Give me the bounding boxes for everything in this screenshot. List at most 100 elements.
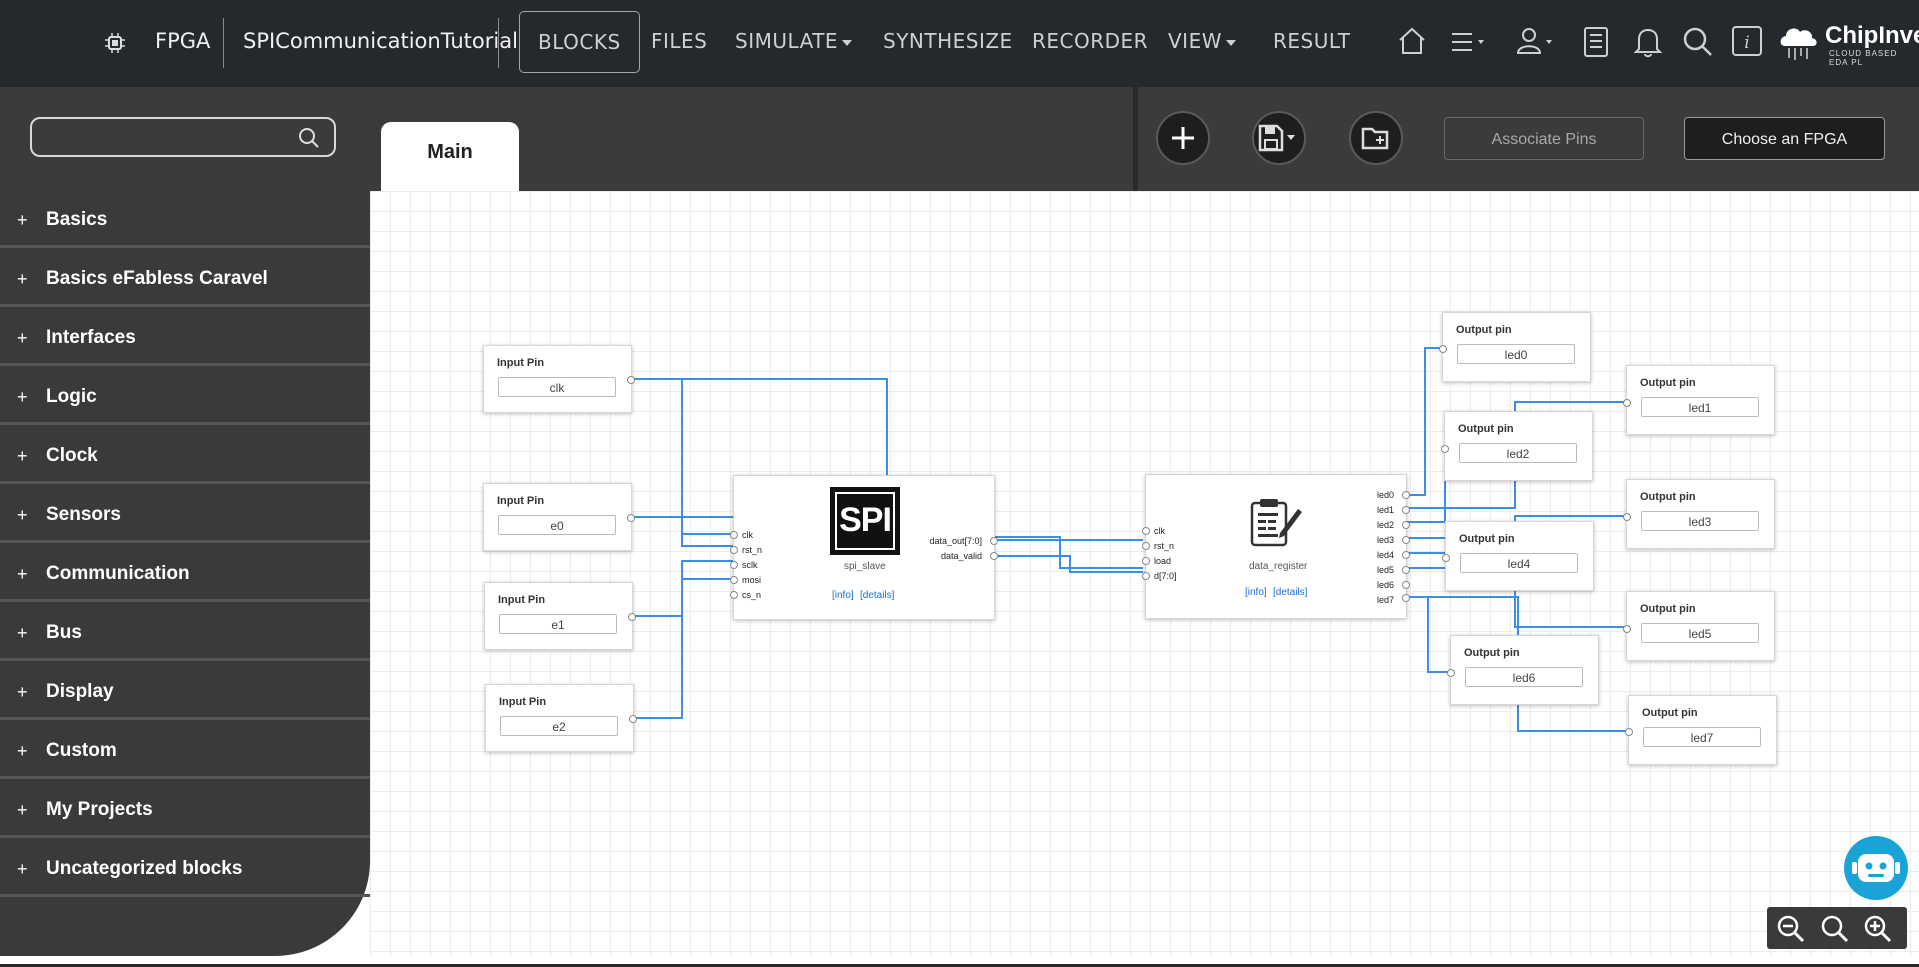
output-port[interactable]	[1402, 594, 1410, 602]
pin-name-field[interactable]: led1	[1641, 397, 1759, 417]
input-port[interactable]	[730, 591, 738, 599]
spi-slave-block[interactable]: clk rst_n sclk mosi cs_n SPI spi_slave […	[730, 475, 998, 620]
input-port[interactable]	[1623, 513, 1631, 521]
pin-name-field[interactable]: e2	[500, 716, 618, 736]
sidebar-item-communication[interactable]: +Communication	[0, 546, 370, 602]
output-pin-block[interactable]: Output pin led0	[1439, 312, 1591, 382]
sidebar-item-display[interactable]: +Display	[0, 664, 370, 720]
search-icon[interactable]	[1682, 26, 1714, 63]
input-port[interactable]	[730, 546, 738, 554]
sidebar-item-custom[interactable]: +Custom	[0, 723, 370, 779]
input-pin-block[interactable]: Input Pin clk	[483, 345, 635, 413]
sidebar-item-interfaces[interactable]: +Interfaces	[0, 310, 370, 366]
output-port[interactable]	[627, 514, 635, 522]
menu-view[interactable]: VIEW	[1168, 29, 1236, 53]
sidebar-item-uncategorized-blocks[interactable]: +Uncategorized blocks	[0, 841, 370, 897]
block-search-input[interactable]	[30, 117, 336, 157]
output-port[interactable]	[990, 537, 998, 545]
sidebar-item-basics-efabless-caravel[interactable]: +Basics eFabless Caravel	[0, 251, 370, 307]
sidebar-item-basics[interactable]: +Basics	[0, 192, 370, 248]
sidebar-item-bus[interactable]: +Bus	[0, 605, 370, 661]
info-link[interactable]: [info]	[1245, 587, 1267, 598]
menu-synthesize[interactable]: SYNTHESIZE	[883, 29, 1013, 53]
document-list-icon[interactable]	[1581, 26, 1611, 63]
input-port[interactable]	[730, 531, 738, 539]
tab-main[interactable]: Main	[381, 122, 519, 191]
pin-name-field[interactable]: clk	[498, 377, 616, 397]
zoom-reset-icon[interactable]	[1820, 914, 1850, 949]
user-icon[interactable]	[1516, 26, 1556, 61]
pin-name-field[interactable]: e1	[499, 614, 617, 634]
pin-name-field[interactable]: led6	[1465, 667, 1583, 687]
output-port[interactable]	[1402, 566, 1410, 574]
menu-files[interactable]: FILES	[651, 29, 708, 53]
output-port[interactable]	[1402, 536, 1410, 544]
zoom-in-icon[interactable]	[1863, 914, 1893, 949]
output-pin-block[interactable]: Output pin led1	[1623, 365, 1775, 435]
output-port[interactable]	[990, 552, 998, 560]
menu-blocks[interactable]: BLOCKS	[519, 11, 640, 73]
input-port[interactable]	[730, 561, 738, 569]
sidebar-item-sensors[interactable]: +Sensors	[0, 487, 370, 543]
sidebar-item-clock[interactable]: +Clock	[0, 428, 370, 484]
save-button[interactable]	[1252, 111, 1306, 165]
menu-recorder[interactable]: RECORDER	[1032, 29, 1149, 53]
output-port[interactable]	[1402, 506, 1410, 514]
menu-simulate[interactable]: SIMULATE	[735, 29, 853, 53]
input-port[interactable]	[1623, 625, 1631, 633]
sidebar-item-logic[interactable]: +Logic	[0, 369, 370, 425]
output-pin-block[interactable]: Output pin led7	[1625, 695, 1777, 765]
pin-name-field[interactable]: led0	[1457, 344, 1575, 364]
pin-name-field[interactable]: led5	[1641, 623, 1759, 643]
output-port[interactable]	[627, 376, 635, 384]
project-title[interactable]: SPICommunicationTutorial	[243, 29, 518, 53]
menu-result[interactable]: RESULT	[1273, 29, 1351, 53]
output-pin-block[interactable]: Output pin led4	[1442, 521, 1594, 591]
info-icon[interactable]: i	[1732, 26, 1762, 61]
input-port[interactable]	[1623, 399, 1631, 407]
output-port[interactable]	[1402, 521, 1410, 529]
sidebar-item-my-projects[interactable]: +My Projects	[0, 782, 370, 838]
pin-name-field[interactable]: led3	[1641, 511, 1759, 531]
output-port[interactable]	[1402, 581, 1410, 589]
input-port[interactable]	[1447, 669, 1455, 677]
input-pin-block[interactable]: Input Pin e2	[485, 684, 637, 752]
output-port[interactable]	[628, 613, 636, 621]
details-link[interactable]: [details]	[1273, 587, 1308, 598]
input-port[interactable]	[1441, 445, 1449, 453]
output-pin-block[interactable]: Output pin led2	[1441, 411, 1593, 481]
input-port[interactable]	[1442, 554, 1450, 562]
details-link[interactable]: [details]	[860, 590, 895, 601]
data-register-block[interactable]: clk rst_n load d[7:0] data_register [inf…	[1142, 474, 1410, 619]
output-port[interactable]	[1402, 551, 1410, 559]
output-pin-block[interactable]: Output pin led3	[1623, 479, 1775, 549]
input-pin-block[interactable]: Input Pin e1	[484, 582, 636, 650]
schematic-canvas[interactable]: Input Pin clk Input Pin e0 Input Pin e1 …	[370, 191, 1919, 956]
mode-label[interactable]: FPGA	[155, 29, 211, 53]
pin-name-field[interactable]: led2	[1459, 443, 1577, 463]
pin-name-field[interactable]: e0	[498, 515, 616, 535]
input-port[interactable]	[1142, 572, 1150, 580]
output-pin-block[interactable]: Output pin led6	[1447, 635, 1599, 705]
add-block-button[interactable]	[1156, 111, 1210, 165]
hamburger-menu-icon[interactable]	[1450, 30, 1490, 59]
output-port[interactable]	[1402, 491, 1410, 499]
zoom-out-icon[interactable]	[1776, 914, 1806, 949]
info-link[interactable]: [info]	[832, 590, 854, 601]
input-port[interactable]	[730, 576, 738, 584]
input-port[interactable]	[1142, 542, 1150, 550]
output-pin-block[interactable]: Output pin led5	[1623, 591, 1775, 661]
home-icon[interactable]	[1397, 26, 1427, 61]
input-pin-block[interactable]: Input Pin e0	[483, 483, 635, 551]
bell-icon[interactable]	[1633, 26, 1663, 63]
input-port[interactable]	[1439, 345, 1447, 353]
associate-pins-button[interactable]: Associate Pins	[1444, 117, 1644, 160]
pin-name-field[interactable]: led7	[1643, 727, 1761, 747]
pin-name-field[interactable]: led4	[1460, 553, 1578, 573]
input-port[interactable]	[1142, 557, 1150, 565]
choose-fpga-button[interactable]: Choose an FPGA	[1684, 117, 1885, 160]
input-port[interactable]	[1142, 527, 1150, 535]
input-port[interactable]	[1625, 728, 1633, 736]
output-port[interactable]	[629, 715, 637, 723]
assistant-bot-button[interactable]	[1844, 836, 1908, 900]
